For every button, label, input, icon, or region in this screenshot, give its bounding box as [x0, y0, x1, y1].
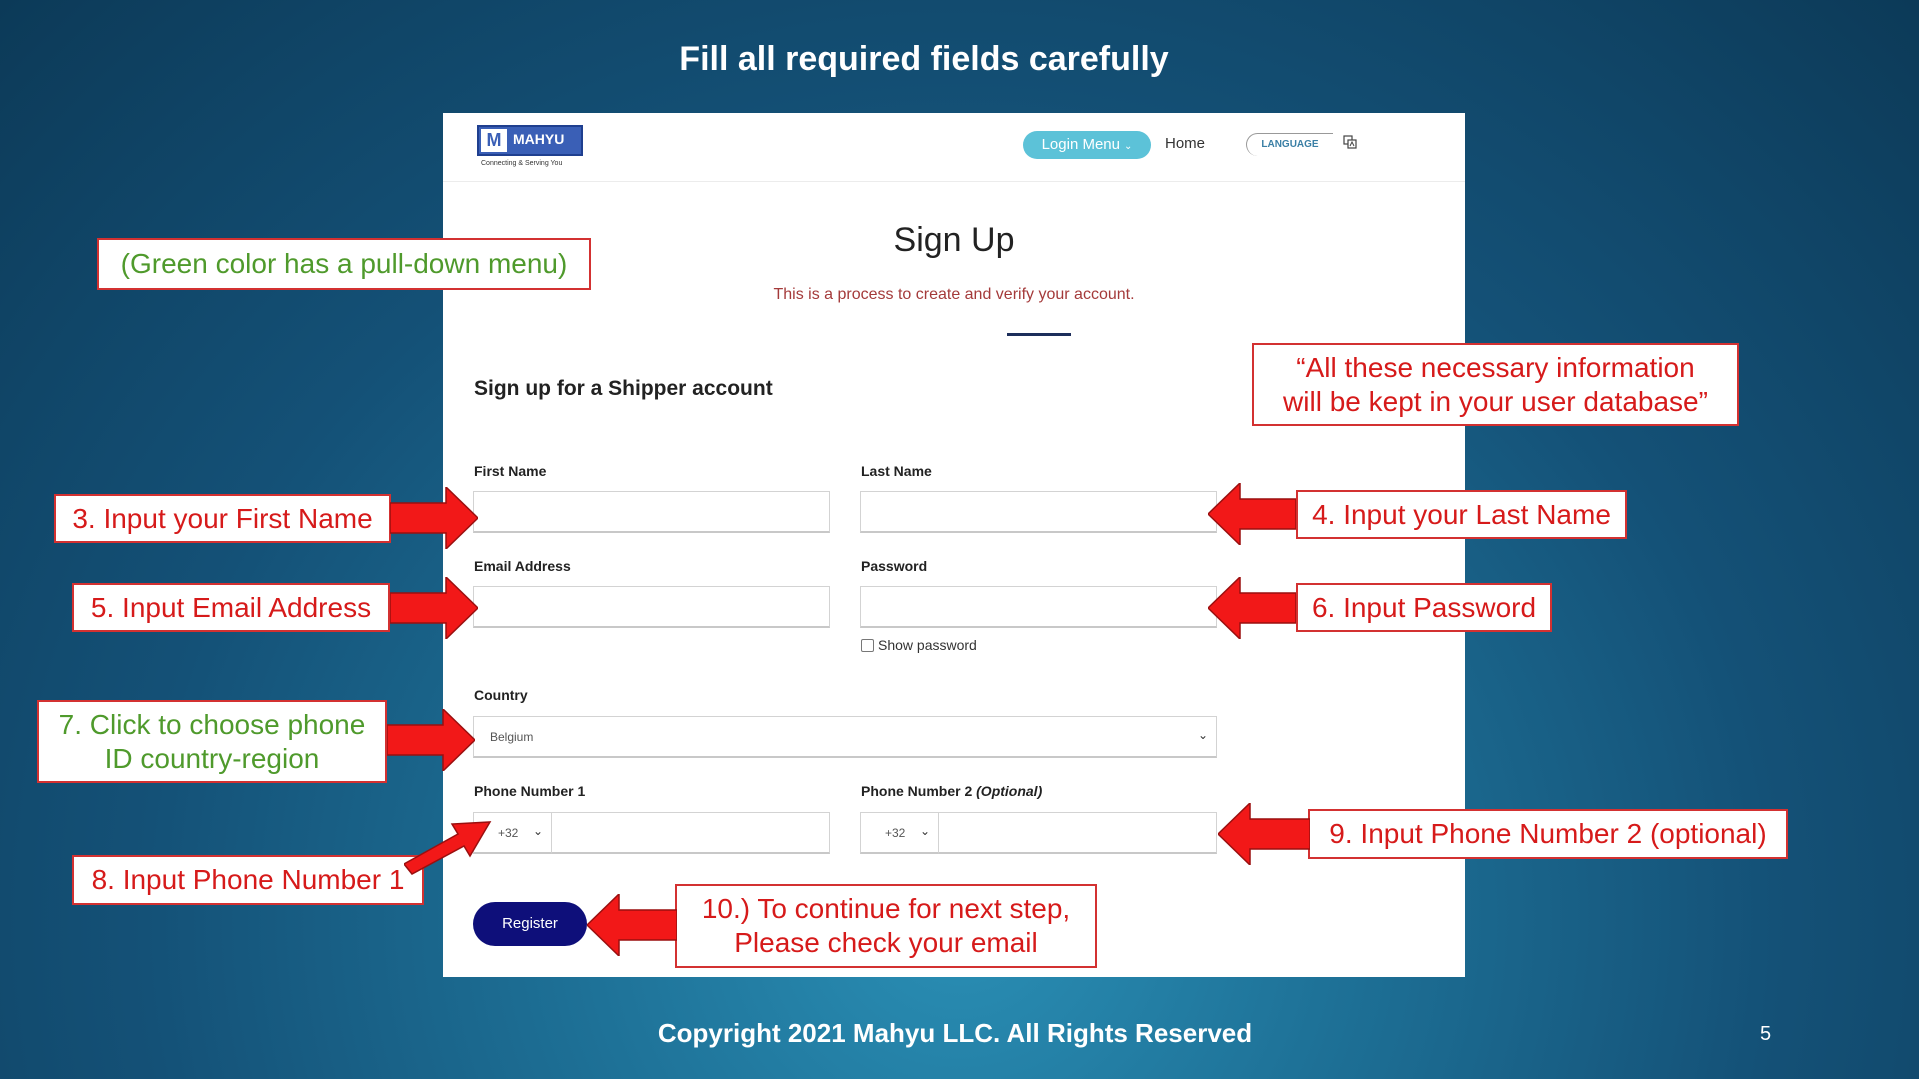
login-menu-button[interactable]: Login Menu ⌄	[1023, 131, 1151, 159]
register-button[interactable]: Register	[473, 902, 587, 946]
phone1-label: Phone Number 1	[474, 783, 586, 799]
last-name-input[interactable]	[860, 491, 1217, 533]
slide-title: Fill all required fields carefully	[679, 40, 1169, 78]
home-link[interactable]: Home	[1165, 135, 1206, 152]
country-label: Country	[474, 687, 528, 703]
register-callout-line1: 10.) To continue for next step,	[701, 893, 1071, 924]
phone1-code-select[interactable]: +32 ⌄	[473, 812, 552, 854]
phone2-label-text: Phone Number 2	[861, 783, 973, 799]
country-value: Belgium	[490, 730, 534, 744]
arrow-right-icon	[387, 709, 475, 771]
mahyu-logo[interactable]: M MAHYU Connecting & Serving You	[477, 125, 585, 171]
page-subtitle: This is a process to create and verify y…	[773, 286, 1135, 303]
register-callout: 10.) To continue for next step, Please c…	[675, 884, 1097, 968]
arrow-left-icon	[1208, 483, 1296, 545]
section-title: Sign up for a Shipper account	[474, 377, 773, 400]
database-note-line1: “All these necessary information	[1296, 351, 1695, 383]
country-callout-line2: ID country-region	[104, 742, 320, 774]
show-password-checkbox[interactable]	[861, 639, 874, 652]
database-note-callout: “All these necessary information will be…	[1252, 343, 1739, 426]
phone2-code-select[interactable]: +32 ⌄	[860, 812, 939, 854]
password-input[interactable]	[860, 586, 1217, 628]
phone1-code: +32	[498, 826, 519, 840]
first-name-label: First Name	[474, 463, 547, 479]
email-input[interactable]	[473, 586, 830, 628]
slide-footer: Copyright 2021 Mahyu LLC. All Rights Res…	[657, 1018, 1253, 1048]
email-label: Email Address	[474, 558, 571, 574]
pulldown-note-callout: (Green color has a pull-down menu)	[97, 238, 591, 290]
page-title: Sign Up	[893, 221, 1015, 259]
chevron-down-icon: ⌄	[919, 824, 930, 838]
show-password-label: Show password	[878, 637, 977, 653]
phone2-optional: (Optional)	[976, 783, 1043, 799]
first-name-callout: 3. Input your First Name	[54, 494, 391, 543]
arrow-left-icon	[1208, 577, 1296, 639]
phone2-label: Phone Number 2 (Optional)	[861, 783, 1042, 799]
phone1-callout: 8. Input Phone Number 1	[72, 855, 424, 905]
logo-tagline: Connecting & Serving You	[481, 160, 563, 167]
language-button[interactable]: LANGUAGE	[1246, 133, 1333, 156]
site-header: M MAHYU Connecting & Serving You Login M…	[443, 113, 1465, 182]
phone2-callout: 9. Input Phone Number 2 (optional)	[1308, 809, 1788, 859]
phone2-input[interactable]	[938, 812, 1217, 854]
signup-page: M MAHYU Connecting & Serving You Login M…	[443, 113, 1465, 977]
password-callout: 6. Input Password	[1296, 583, 1552, 632]
country-select[interactable]: Belgium ⌄	[473, 716, 1217, 758]
last-name-label: Last Name	[861, 463, 932, 479]
arrow-right-icon	[390, 577, 478, 639]
arrow-diagonal-icon	[404, 821, 492, 875]
phone1-input[interactable]	[551, 812, 830, 854]
last-name-callout: 4. Input your Last Name	[1296, 490, 1627, 539]
first-name-input[interactable]	[473, 491, 830, 533]
country-callout: 7. Click to choose phone ID country-regi…	[37, 700, 387, 783]
chevron-down-icon: ⌄	[532, 824, 543, 838]
logo-text: MAHYU	[513, 131, 565, 147]
register-callout-line2: Please check your email	[734, 927, 1038, 958]
email-callout: 5. Input Email Address	[72, 583, 390, 632]
login-menu-label: Login Menu	[1041, 136, 1120, 153]
arrow-left-icon	[1218, 803, 1310, 865]
translate-icon[interactable]	[1343, 135, 1357, 149]
logo-box: M MAHYU	[477, 125, 583, 156]
arrow-left-icon	[587, 894, 677, 956]
password-label: Password	[861, 558, 928, 574]
logo-letter: M	[481, 129, 507, 152]
database-note-line2: will be kept in your user database”	[1283, 385, 1708, 417]
chevron-down-icon: ⌄	[1197, 728, 1208, 742]
country-callout-line1: 7. Click to choose phone	[58, 708, 366, 740]
arrow-right-icon	[390, 487, 478, 549]
page-number: 5	[1760, 1023, 1772, 1045]
title-divider	[1007, 333, 1071, 336]
phone2-code: +32	[885, 826, 906, 840]
chevron-down-icon: ⌄	[1124, 141, 1133, 152]
